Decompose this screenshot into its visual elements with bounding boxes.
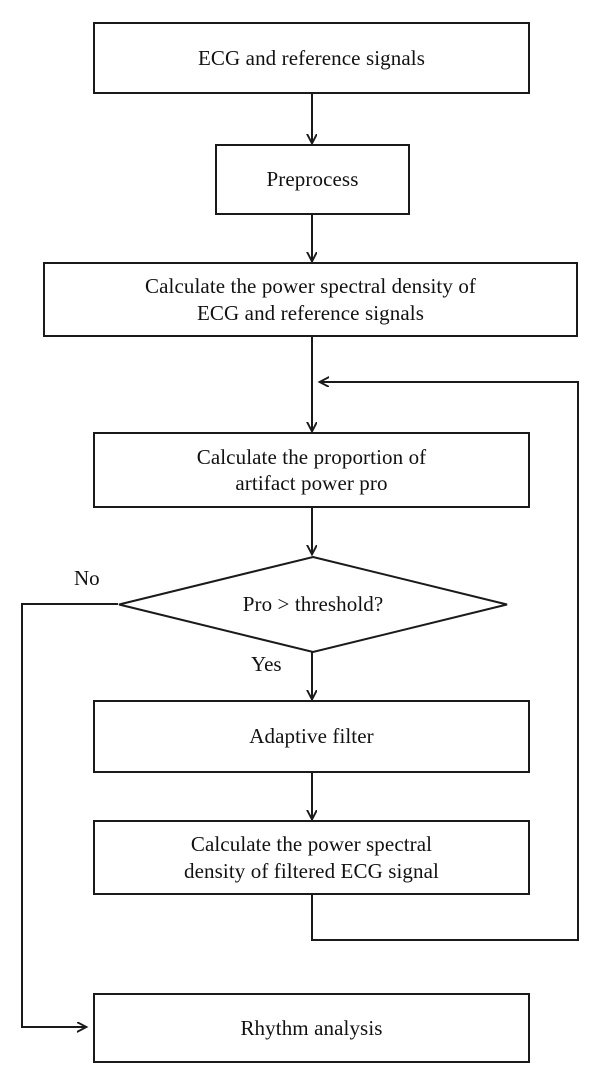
node-decision-pro-greater-than-threshold[interactable]: Pro > threshold? [118,555,508,653]
edge-decision-no-to-rhythm [21,603,118,1027]
edge-label-no: No [74,566,100,590]
node-label: Calculate the power spectral density of … [184,832,439,883]
node-label: Preprocess [266,167,359,192]
node-label: Pro > threshold? [242,591,384,616]
node-label: Calculate the proportion of artifact pow… [196,444,427,495]
node-label: Calculate the power spectral density of … [144,274,477,325]
diamond-shape [118,555,508,653]
edge-label-yes: Yes [251,652,282,676]
node-label: ECG and reference signals [198,45,425,70]
node-preprocess[interactable]: Preprocess [215,144,410,215]
node-calculate-psd-of-ecg-and-reference[interactable]: Calculate the power spectral density of … [43,262,578,337]
node-label: Adaptive filter [249,724,374,749]
node-adaptive-filter[interactable]: Adaptive filter [93,700,530,773]
node-label: Rhythm analysis [240,1015,383,1040]
node-rhythm-analysis[interactable]: Rhythm analysis [93,993,530,1063]
node-ecg-and-reference-signals[interactable]: ECG and reference signals [93,22,530,94]
node-calculate-psd-of-filtered-ecg[interactable]: Calculate the power spectral density of … [93,820,530,895]
node-calculate-proportion-of-artifact-power[interactable]: Calculate the proportion of artifact pow… [93,432,530,508]
